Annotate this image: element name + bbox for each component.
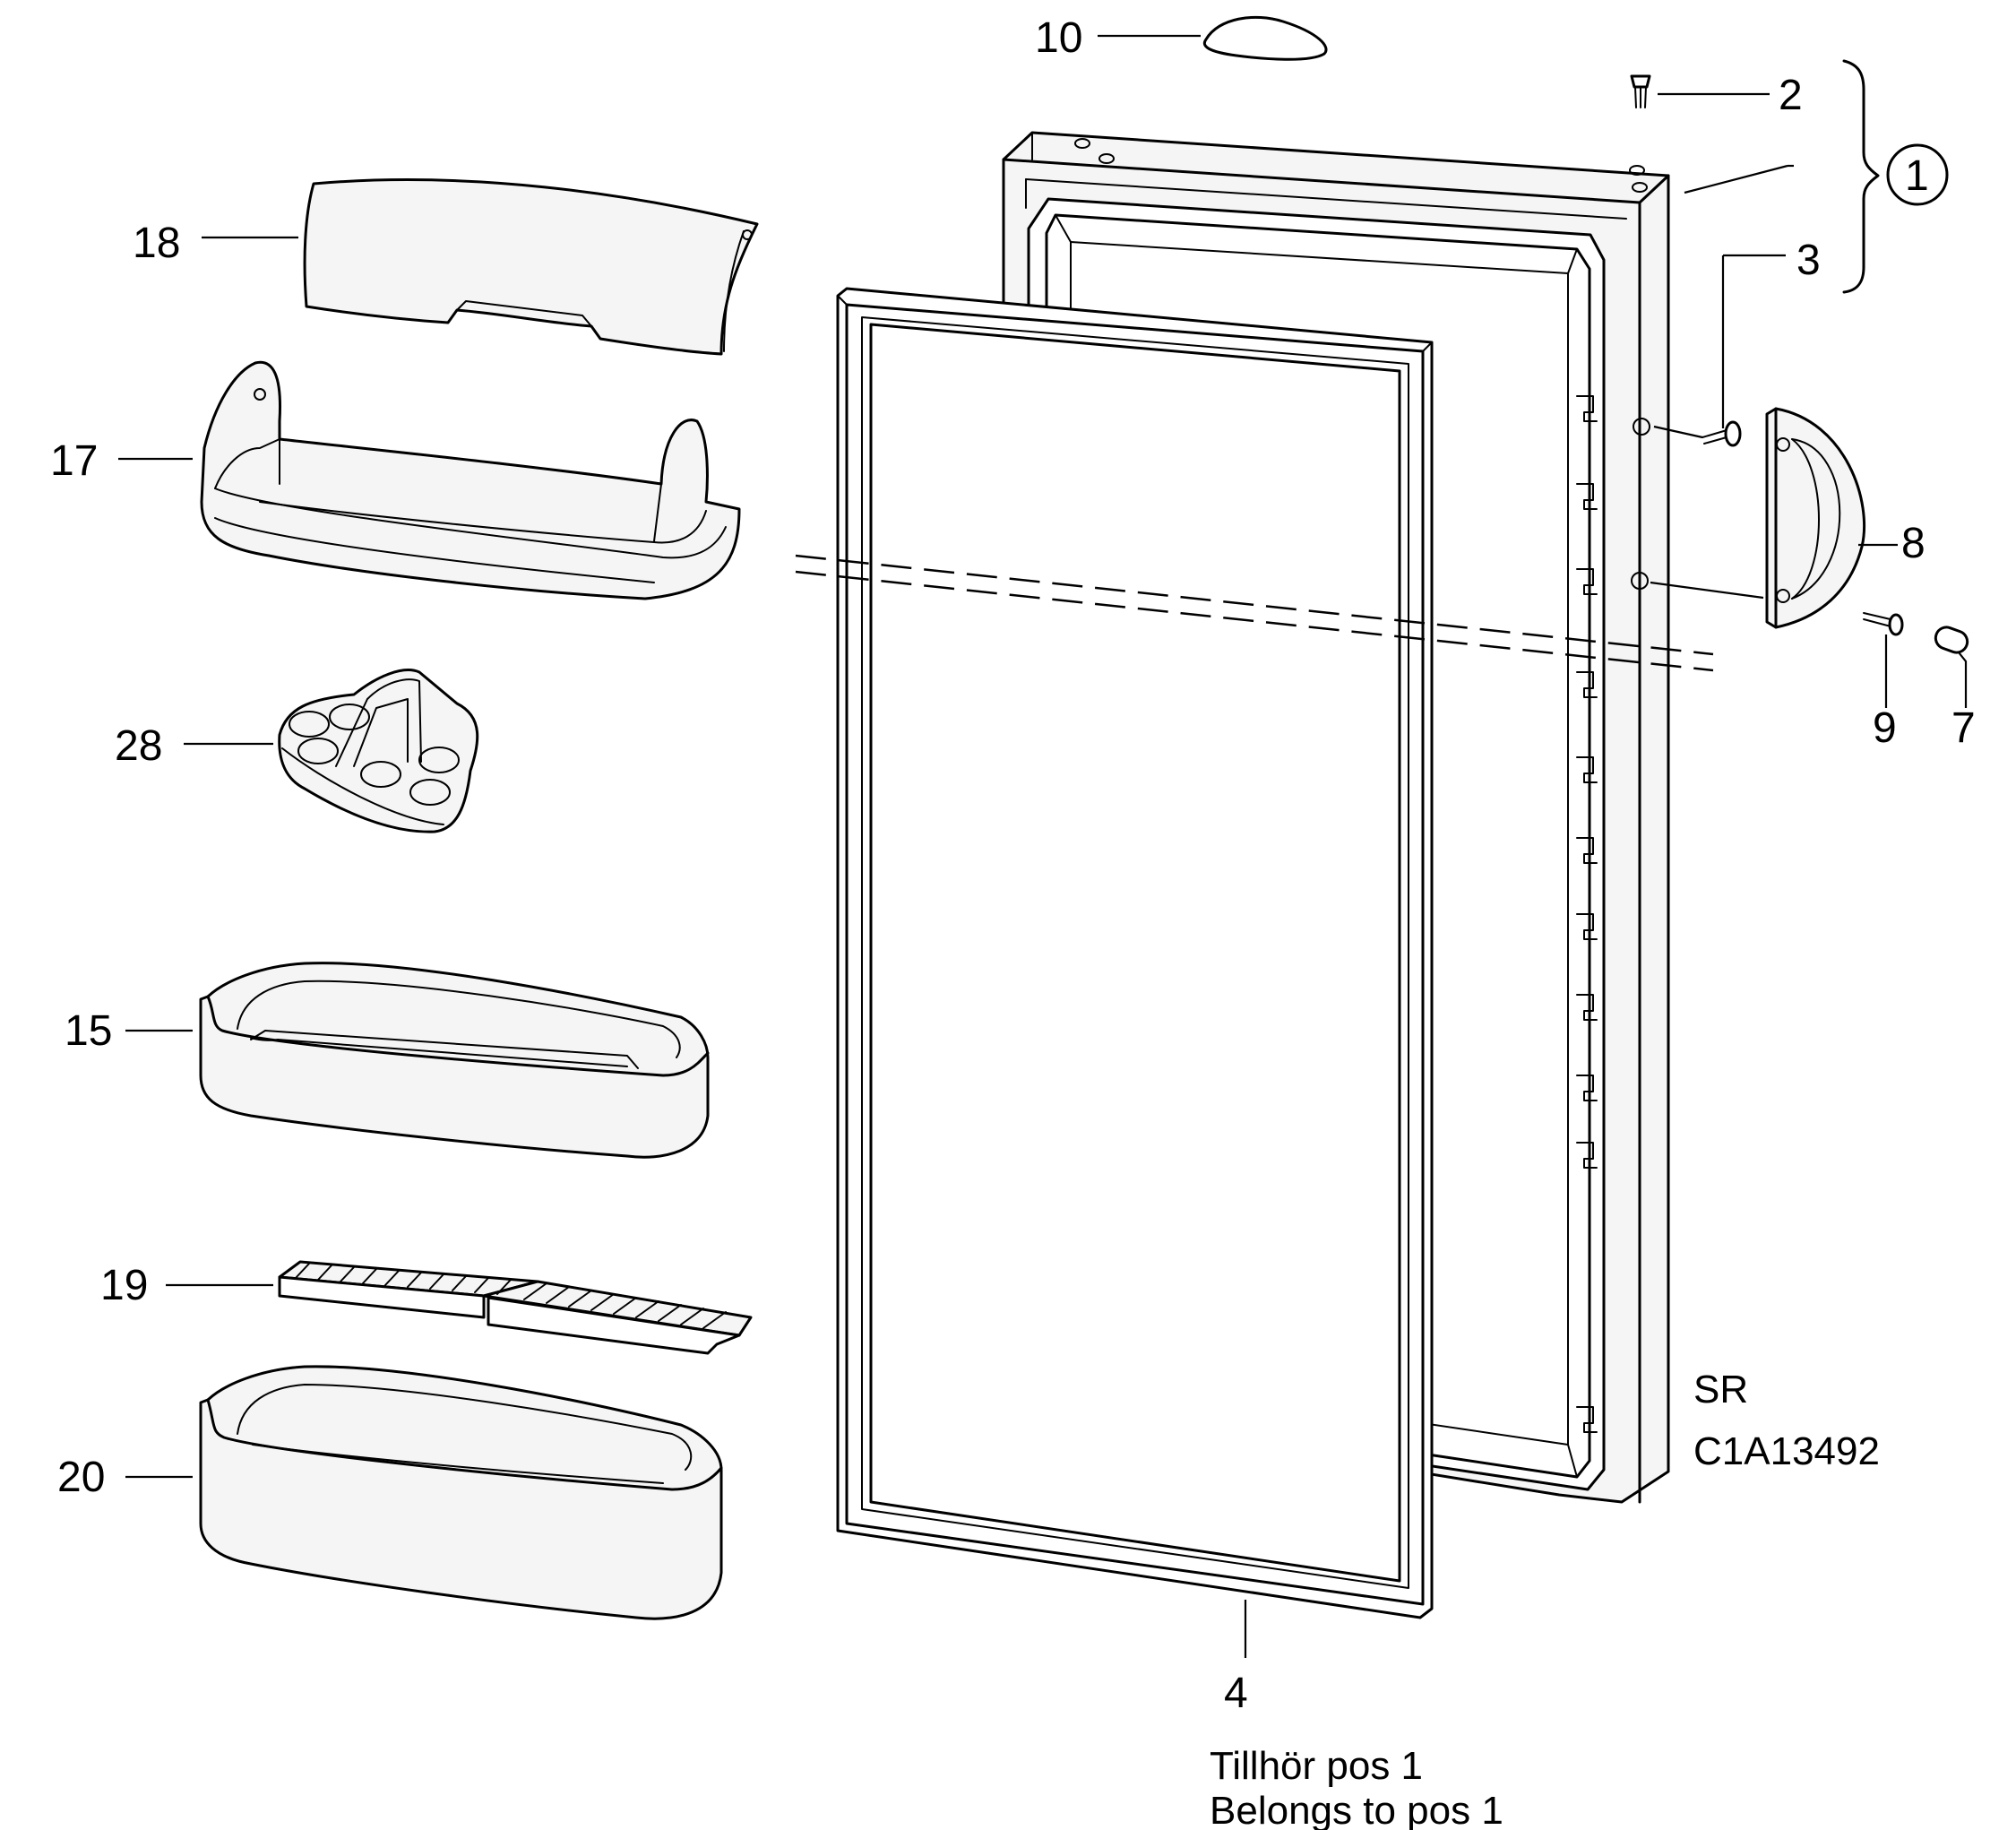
- shelf-flap: [303, 178, 759, 356]
- callout-20: 20: [57, 1454, 105, 1501]
- callout-9: 9: [1873, 704, 1897, 752]
- callout-17: 17: [50, 437, 98, 485]
- brace: [1842, 59, 1880, 294]
- callout-8: 8: [1901, 520, 1926, 567]
- callout-28: 28: [115, 722, 162, 770]
- callout-15: 15: [65, 1007, 112, 1055]
- note-english: Belongs to pos 1: [1210, 1789, 1503, 1830]
- callout-circle-1: [1886, 143, 1949, 206]
- belongs-to-note: Tillhör pos 1 Belongs to pos 1: [1210, 1744, 1503, 1830]
- callout-1: 1: [1905, 152, 1929, 200]
- note-swedish: Tillhör pos 1: [1210, 1744, 1423, 1788]
- top-plug: [1203, 15, 1328, 61]
- drawing-code: SR C1A13492: [1693, 1368, 1880, 1473]
- door-balcony-17: [200, 360, 741, 600]
- screw-part-9: [1863, 612, 1904, 636]
- callout-10: 10: [1035, 14, 1082, 62]
- door-handle: [1765, 407, 1866, 629]
- shelf-support-notches: [1576, 395, 1598, 1433]
- drawing-code-line1: SR: [1693, 1368, 1748, 1411]
- callout-3: 3: [1796, 237, 1821, 284]
- callout-18: 18: [133, 220, 180, 267]
- bottle-divider-rack: [278, 1260, 753, 1355]
- cover-cap: [1934, 626, 1969, 654]
- door-balcony-20: [199, 1365, 723, 1620]
- egg-tray: [278, 669, 479, 833]
- callout-2: 2: [1779, 72, 1803, 119]
- callout-labels: 10 2 1 3 8 9 7 18 17 28 15 19 20 4: [50, 14, 1976, 1717]
- hinge-pin: [1630, 74, 1651, 108]
- screw-part-3: [1702, 420, 1742, 447]
- callout-4: 4: [1224, 1670, 1248, 1717]
- alignment-dashed-line: [795, 554, 1714, 672]
- callout-7: 7: [1951, 704, 1976, 752]
- leader-lines: [118, 34, 1968, 1658]
- callout-19: 19: [100, 1262, 148, 1309]
- door-balcony-15: [199, 962, 710, 1159]
- door-gasket: [836, 287, 1434, 1619]
- drawing-code-line2: C1A13492: [1693, 1429, 1880, 1473]
